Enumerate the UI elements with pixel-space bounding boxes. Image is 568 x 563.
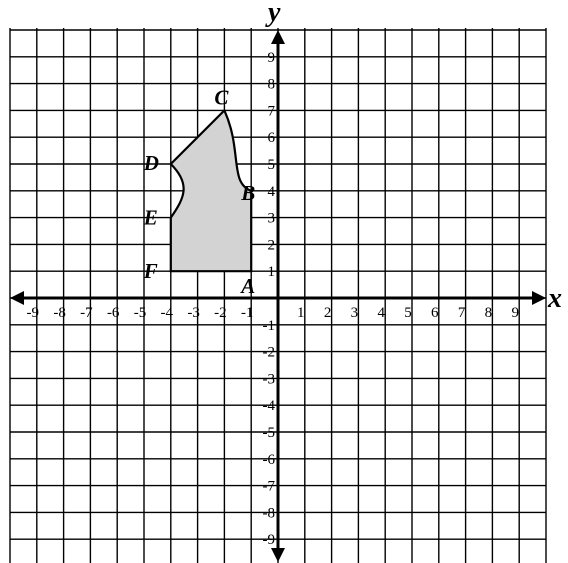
y-tick-label: 7 [268, 103, 276, 119]
y-tick-label: 2 [268, 237, 276, 253]
x-tick-label: -7 [80, 305, 93, 321]
x-tick-label: 5 [404, 305, 412, 321]
y-axis-label: y [265, 0, 281, 28]
axes [10, 30, 546, 562]
x-tick-label: -6 [107, 305, 120, 321]
y-tick-label: -6 [263, 452, 276, 468]
vertex-label-a: A [239, 274, 255, 298]
y-tick-label: 5 [268, 157, 276, 173]
y-tick-label: 3 [268, 211, 276, 227]
x-tick-label: -1 [241, 305, 254, 321]
x-tick-label: 2 [324, 305, 332, 321]
y-tick-label: 4 [268, 184, 276, 200]
x-tick-label: -8 [53, 305, 66, 321]
x-axis-arrow-left [10, 291, 24, 305]
y-axis-arrow-up [271, 30, 285, 44]
y-tick-label: -4 [263, 398, 276, 414]
y-tick-label: -8 [263, 505, 276, 521]
vertex-label-b: B [240, 181, 255, 205]
x-tick-label: 7 [458, 305, 466, 321]
y-tick-label: -1 [263, 318, 276, 334]
y-tick-label: 6 [268, 130, 276, 146]
x-axis-arrow-right [532, 291, 546, 305]
y-tick-label: -7 [263, 479, 276, 495]
x-tick-label: 3 [351, 305, 359, 321]
vertex-label-f: F [143, 259, 158, 283]
shaded-figure [169, 108, 253, 273]
x-tick-label: -4 [161, 305, 174, 321]
y-tick-label: -9 [263, 532, 276, 548]
x-tick-label: -5 [134, 305, 147, 321]
tick-labels: -9 -8 -7 -6 -5 -4 -3 -2 -1 1 2 3 4 5 6 7 8 9 9 8 7 6 5 4 3 2 1 -1 -2… [27, 50, 519, 548]
x-tick-label: 1 [297, 305, 305, 321]
x-tick-label: -3 [187, 305, 200, 321]
x-tick-label: 9 [511, 305, 519, 321]
x-axis-label: x [547, 283, 562, 314]
x-tick-label: 8 [485, 305, 493, 321]
y-tick-label: 9 [268, 50, 276, 66]
y-tick-label: -3 [263, 371, 276, 387]
vertex-label-d: D [143, 151, 159, 175]
y-tick-label: 8 [268, 77, 276, 93]
x-tick-label: -9 [27, 305, 40, 321]
y-axis-arrow-down [271, 548, 285, 562]
vertex-label-e: E [143, 206, 158, 230]
vertex-labels: A B C D E F [143, 85, 255, 298]
y-tick-label: -2 [263, 345, 276, 361]
x-tick-label: 4 [377, 305, 385, 321]
y-tick-label: 1 [268, 264, 276, 280]
vertex-label-c: C [214, 85, 229, 109]
x-tick-label: -2 [214, 305, 227, 321]
x-tick-label: 6 [431, 305, 439, 321]
y-tick-label: -5 [263, 425, 276, 441]
